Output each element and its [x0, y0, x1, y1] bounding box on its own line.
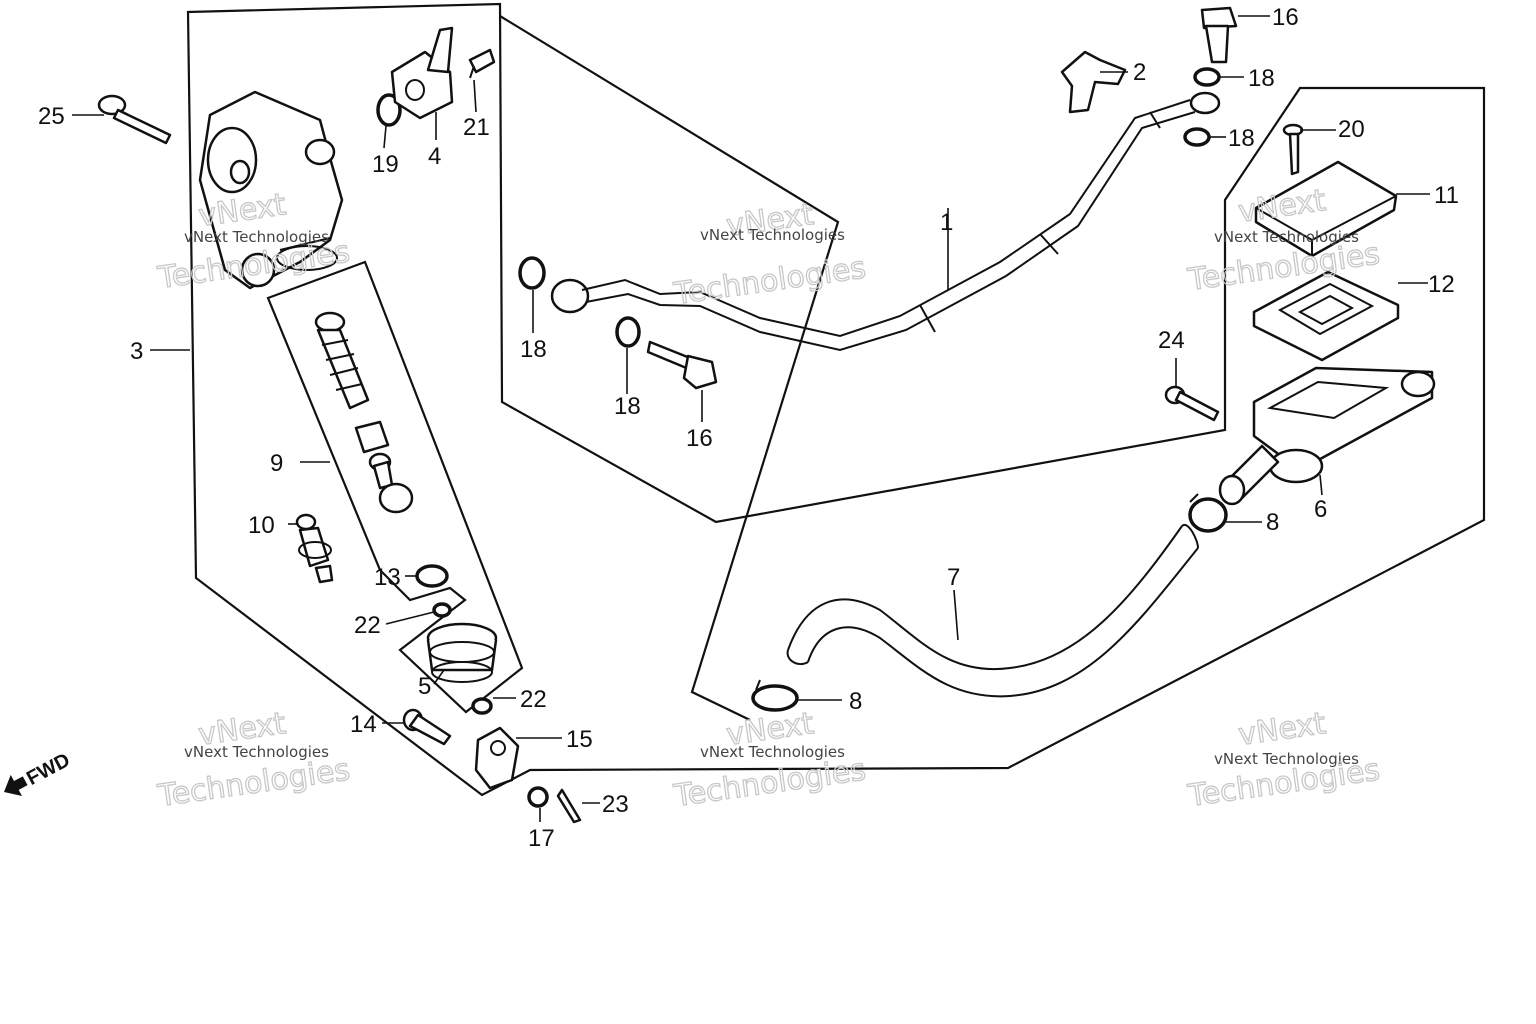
diaphragm-12: [1252, 270, 1400, 362]
callout-15: 15: [566, 726, 593, 753]
callout-7: 7: [947, 564, 960, 591]
washer-17: [527, 786, 549, 808]
svg-text:vNext Technologies: vNext Technologies: [184, 228, 329, 246]
fwd-indicator: FWD: [4, 749, 74, 797]
callout-10: 10: [248, 512, 275, 539]
callout-5: 5: [418, 673, 431, 700]
washer-18d: [1183, 127, 1211, 147]
callout-8a: 8: [1266, 509, 1279, 536]
hose-1: [550, 91, 1221, 352]
watermarks: vNext vNext Technologies Technologies vN…: [155, 182, 1383, 814]
callout-23: 23: [602, 791, 629, 818]
master-cylinder-box: [186, 2, 1486, 797]
callout-18d: 18: [614, 393, 641, 420]
callout-18c: 18: [520, 336, 547, 363]
joint-4: [390, 26, 454, 120]
screw-24: [1164, 385, 1220, 422]
washer-18c: [1193, 67, 1221, 87]
watermark-5: vNext vNext Technologies Technologies: [671, 705, 869, 814]
callout-4: 4: [428, 143, 441, 170]
reservoir-6: [1218, 366, 1436, 506]
svg-text:vNext Technologies: vNext Technologies: [1214, 228, 1359, 246]
callout-22b: 22: [520, 686, 547, 713]
clamp-2: [1060, 50, 1127, 114]
assembly-outlines: [186, 2, 1486, 797]
svg-text:vNext: vNext: [1236, 706, 1328, 753]
callout-1: 1: [940, 209, 953, 236]
callout-25: 25: [38, 103, 65, 130]
reservoir-cap-11: [1254, 160, 1398, 258]
callout-22a: 22: [354, 612, 381, 639]
bolt-16b: [1200, 6, 1238, 64]
svg-text:Technologies: Technologies: [671, 752, 868, 814]
cotter-pin-23: [556, 788, 582, 824]
fwd-arrow-icon: [4, 774, 28, 797]
svg-text:vNext Technologies: vNext Technologies: [700, 743, 845, 761]
svg-text:vNext Technologies: vNext Technologies: [184, 743, 329, 761]
bolt-16a: [646, 340, 718, 390]
svg-text:Technologies: Technologies: [155, 752, 352, 814]
screw-20: [1282, 123, 1304, 176]
screw-21: [468, 48, 496, 79]
callout-13: 13: [374, 564, 401, 591]
pin-14: [402, 708, 452, 746]
callout-18a: 18: [1248, 65, 1275, 92]
svg-text:vNext Technologies: vNext Technologies: [1214, 750, 1359, 768]
callout-8b: 8: [849, 688, 862, 715]
watermark-4: vNext vNext Technologies Technologies: [155, 705, 353, 814]
washer-13: [415, 564, 449, 588]
nut-22a: [432, 602, 452, 618]
callout-14: 14: [350, 711, 377, 738]
hose-clip-8a: [1188, 493, 1228, 533]
callout-17: 17: [528, 825, 555, 852]
bolt-25: [97, 94, 172, 145]
callout-6: 6: [1314, 496, 1327, 523]
watermark-2: vNext vNext Technologies Technologies: [671, 196, 869, 312]
callout-9: 9: [270, 450, 283, 477]
boot-5: [426, 622, 498, 683]
callout-12: 12: [1428, 271, 1455, 298]
leader-lines: [72, 15, 1430, 822]
callouts: 1 2 3 4 5 6 7 8 8 9 10 11 12 13 14 15 16…: [38, 4, 1459, 852]
nut-22b: [471, 697, 493, 715]
master-cylinder-body: [198, 90, 344, 290]
svg-text:vNext Technologies: vNext Technologies: [700, 226, 845, 244]
callout-19: 19: [372, 151, 399, 178]
watermark-6: vNext vNext Technologies Technologies: [1185, 705, 1383, 814]
callout-18b: 18: [1228, 125, 1255, 152]
washer-18a: [518, 256, 546, 290]
callout-21: 21: [463, 114, 490, 141]
callout-11: 11: [1434, 182, 1459, 209]
callout-20: 20: [1338, 116, 1365, 143]
piston-set-9: [314, 311, 414, 514]
joint-15: [474, 726, 520, 790]
callout-16a: 16: [1272, 4, 1299, 31]
hose-box: [499, 15, 840, 721]
svg-text:Technologies: Technologies: [671, 250, 868, 312]
callout-3: 3: [130, 338, 143, 365]
callout-2: 2: [1133, 59, 1146, 86]
callout-24: 24: [1158, 327, 1185, 354]
switch-10: [295, 513, 334, 584]
callout-16b: 16: [686, 425, 713, 452]
hose-clip-8b: [751, 679, 799, 712]
parts: [97, 6, 1436, 824]
washer-18b: [615, 316, 641, 348]
hose-7: [786, 523, 1199, 698]
piston-kit-box: [266, 260, 524, 714]
fwd-label: FWD: [23, 749, 74, 790]
